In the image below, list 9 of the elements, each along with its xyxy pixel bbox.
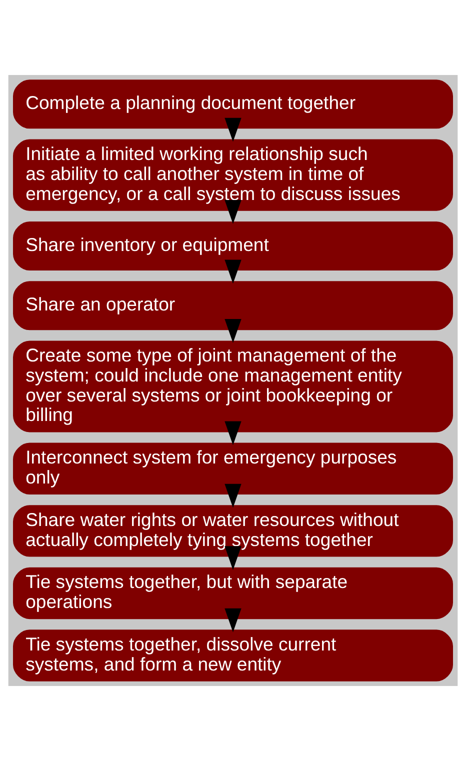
arrow: [224, 421, 242, 446]
arrow: [224, 319, 242, 343]
arrow: [224, 118, 242, 142]
arrow: [224, 484, 242, 508]
arrow: [224, 200, 242, 224]
arrow: [224, 546, 242, 570]
node-box: Tie systems together, dissolve current systems, and form a new entity: [12, 630, 454, 682]
arrow: [224, 608, 242, 632]
arrow: [224, 260, 242, 284]
